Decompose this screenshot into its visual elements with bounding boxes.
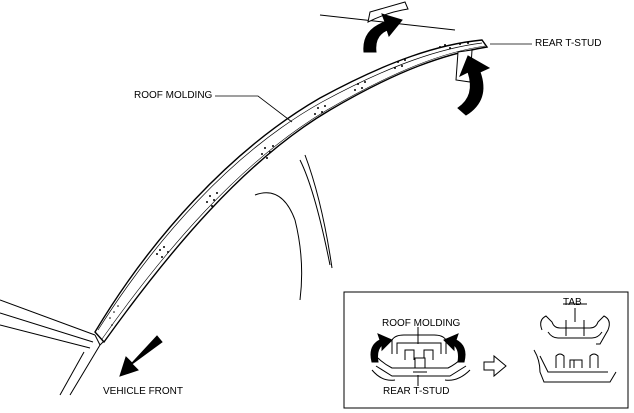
vehicle-front-arrow-icon: [119, 335, 163, 377]
inset-lift-arrows-icon: [370, 333, 466, 363]
inset-frame: [343, 291, 629, 409]
vehicle-front-label: VEHICLE FRONT: [103, 386, 184, 397]
clip-stipple-marks: [109, 42, 469, 326]
roof-molding: [94, 39, 489, 344]
roof-outline: [0, 14, 456, 396]
inset-after-clip: [533, 303, 617, 383]
rear-t-stud-label: REAR T-STUD: [535, 38, 602, 49]
inset-rear-t-stud-label: REAR T-STUD: [383, 386, 450, 397]
leader-lines: [215, 43, 532, 123]
tab-label: TAB: [563, 297, 582, 308]
roof-molding-label: ROOF MOLDING: [134, 90, 213, 101]
lift-arrow-right-icon: [455, 49, 491, 116]
lift-arrow-left-icon: [363, 1, 409, 53]
inset-roof-molding-label: ROOF MOLDING: [382, 318, 461, 329]
step-arrow-icon: [483, 354, 507, 378]
